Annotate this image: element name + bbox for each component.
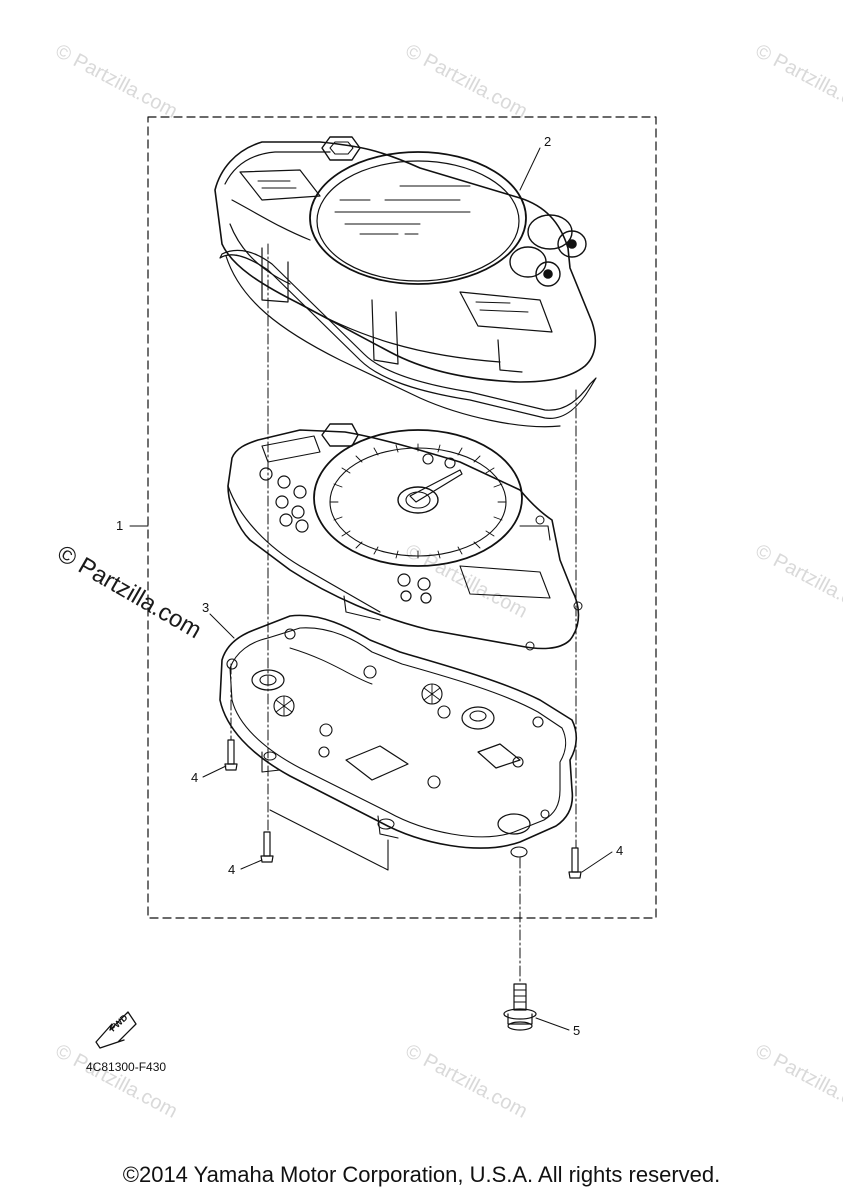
callout-3: 3	[202, 600, 210, 615]
callout-4-right: 4	[616, 843, 624, 858]
assembly-boundary	[147, 116, 657, 919]
callout-2: 2	[544, 134, 552, 149]
flange-bolt	[503, 983, 537, 1031]
meter-cover-part	[214, 136, 597, 428]
fwd-arrow-icon	[95, 1011, 137, 1049]
callout-4-left: 4	[191, 770, 199, 785]
callout-5: 5	[573, 1023, 581, 1038]
callout-4-center: 4	[228, 862, 236, 877]
screw-center	[260, 831, 274, 863]
lower-case-part	[219, 614, 578, 871]
screw-right	[568, 847, 582, 879]
copyright-notice: ©2014 Yamaha Motor Corporation, U.S.A. A…	[122, 1162, 721, 1187]
diagram-code: 4C81300-F430	[86, 1060, 167, 1074]
callout-1: 1	[116, 518, 124, 533]
gauge-board-part	[227, 423, 583, 651]
screw-left	[224, 739, 238, 771]
